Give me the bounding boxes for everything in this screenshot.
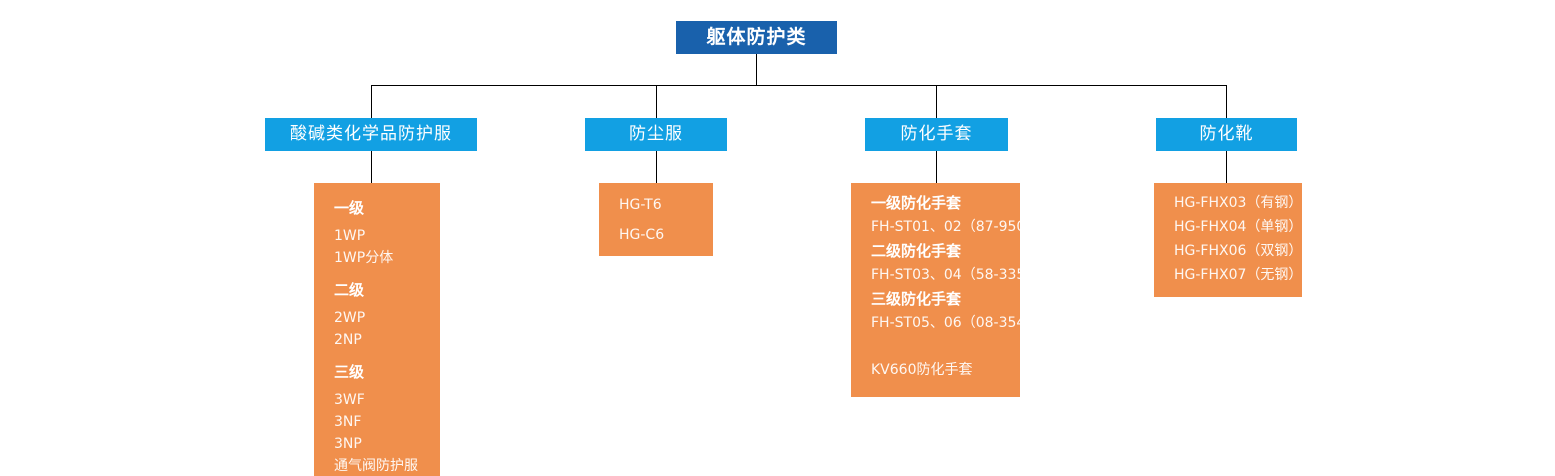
connector-horizontal-rail bbox=[371, 85, 1227, 86]
detail-item-kv660: KV660防化手套 bbox=[871, 362, 973, 378]
detail-item-3wf: 3WF bbox=[334, 392, 365, 408]
category-node-acid-alkali-suit: 酸碱类化学品防护服 bbox=[265, 118, 477, 151]
detail-item-gloves-level2: 二级防化手套 bbox=[871, 242, 962, 260]
detail-item-fh-st01: FH-ST01、02（87-950） bbox=[871, 219, 1040, 235]
detail-item-hg-fhx07: HG-FHX07（无钢） bbox=[1174, 267, 1303, 283]
detail-item-2np: 2NP bbox=[334, 332, 362, 348]
connector-stem-4 bbox=[1226, 151, 1227, 183]
detail-node-chem-boots: HG-FHX03（有钢） HG-FHX04（单钢） HG-FHX06（双钢） H… bbox=[1154, 183, 1302, 297]
detail-item-hg-c6: HG-C6 bbox=[619, 227, 665, 243]
connector-drop-2 bbox=[656, 85, 657, 118]
connector-stem-3 bbox=[936, 151, 937, 183]
connector-stem-2 bbox=[656, 151, 657, 183]
detail-item-gloves-level1: 一级防化手套 bbox=[871, 194, 962, 212]
connector-root-stem bbox=[756, 54, 757, 85]
detail-item-1wp: 1WP bbox=[334, 228, 366, 244]
detail-item-fh-st05: FH-ST05、06（08-354） bbox=[871, 315, 1040, 331]
connector-drop-3 bbox=[936, 85, 937, 118]
root-node: 躯体防护类 bbox=[676, 21, 837, 54]
detail-item-hg-fhx03: HG-FHX03（有钢） bbox=[1174, 195, 1303, 211]
detail-item-level3: 三级 bbox=[334, 363, 365, 381]
category-node-dust-suit: 防尘服 bbox=[585, 118, 727, 151]
detail-node-chem-gloves: 一级防化手套 FH-ST01、02（87-950） 二级防化手套 FH-ST03… bbox=[851, 183, 1040, 397]
detail-item-gloves-level3: 三级防化手套 bbox=[871, 290, 962, 308]
detail-node-dust-suit: HG-T6 HG-C6 bbox=[599, 183, 713, 256]
connector-stem-1 bbox=[371, 151, 372, 183]
detail-item-2wp: 2WP bbox=[334, 310, 366, 326]
detail-node-acid-alkali-suit: 一级 1WP 1WP分体 二级 2WP 2NP 三级 3WF 3NF 3NP 通… bbox=[314, 183, 440, 476]
detail-item-fh-st03: FH-ST03、04（58-335） bbox=[871, 267, 1040, 283]
detail-item-hg-fhx04: HG-FHX04（单钢） bbox=[1174, 219, 1303, 235]
category-node-chem-gloves: 防化手套 bbox=[865, 118, 1008, 151]
detail-item-hg-fhx06: HG-FHX06（双钢） bbox=[1174, 243, 1303, 259]
detail-item-3nf: 3NF bbox=[334, 414, 362, 430]
connector-drop-4 bbox=[1226, 85, 1227, 118]
detail-item-vent-valve-suit: 通气阀防护服 bbox=[334, 458, 418, 474]
category-node-chem-boots: 防化靴 bbox=[1156, 118, 1297, 151]
detail-item-level1: 一级 bbox=[334, 199, 365, 217]
detail-item-hg-t6: HG-T6 bbox=[619, 197, 662, 213]
detail-item-level2: 二级 bbox=[334, 281, 365, 299]
detail-item-3np: 3NP bbox=[334, 436, 362, 452]
detail-item-1wp-split: 1WP分体 bbox=[334, 250, 394, 266]
connector-drop-1 bbox=[371, 85, 372, 118]
